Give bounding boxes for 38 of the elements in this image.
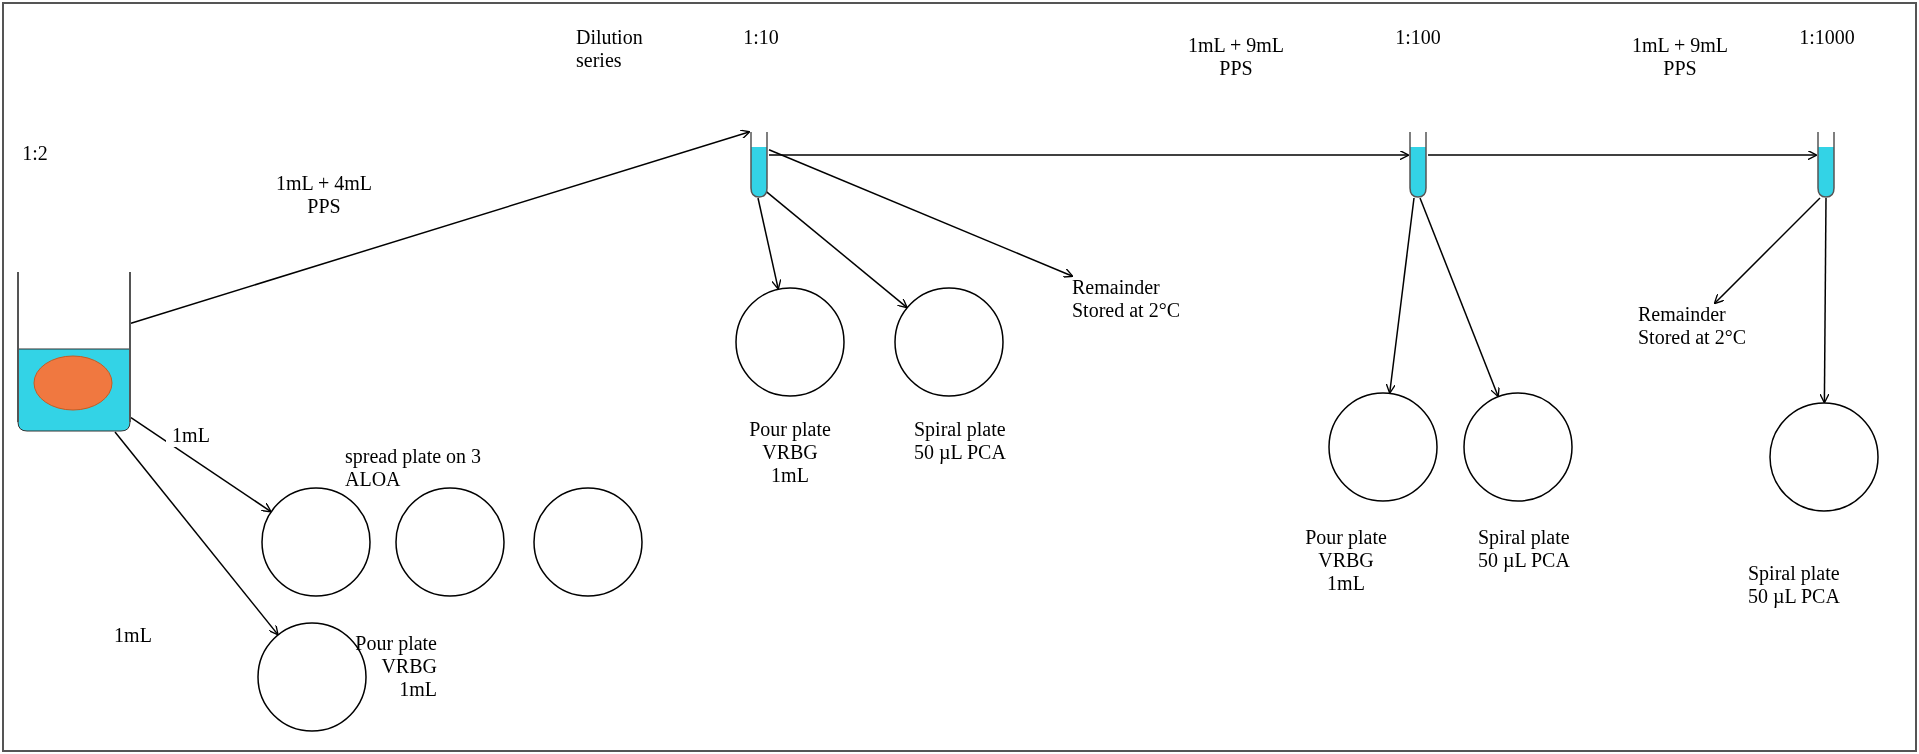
plate-label: Pour plate VRBG 1mL — [354, 632, 437, 701]
dilution-ratio-label: 1:2 — [21, 142, 49, 165]
petri-dish-icon — [1769, 402, 1879, 512]
plate-label: Spiral plate 50 µL PCA — [914, 418, 1007, 464]
note-text: spread plate on 3 ALOA — [345, 445, 483, 491]
arrow — [1419, 197, 1500, 398]
petri-dish-icon — [1328, 392, 1438, 502]
arrow — [114, 431, 279, 636]
test-tube-drawing — [749, 132, 769, 198]
petri-dish-icon — [1463, 392, 1573, 502]
arrow — [1713, 197, 1821, 305]
arrow — [768, 149, 1410, 161]
petri-dish-icon — [894, 287, 1004, 397]
arrow — [1385, 197, 1415, 394]
petri-dish-icon — [735, 287, 845, 397]
plate-label: Spiral plate 50 µL PCA — [1478, 526, 1571, 572]
beaker-drawing — [17, 272, 131, 432]
note-text: Remainder Stored at 2°C — [1072, 276, 1212, 322]
dilution-ratio-label: 1:10 — [742, 26, 780, 49]
plate-label: Pour plate VRBG 1mL — [1304, 526, 1388, 595]
arrow — [1427, 149, 1818, 161]
petri-dish-icon — [261, 487, 371, 597]
series-heading: Dilution series — [576, 26, 644, 72]
petri-dish-icon — [533, 487, 643, 597]
dilution-ratio-label: 1:1000 — [1798, 26, 1856, 49]
petri-dish-icon — [395, 487, 505, 597]
test-tube-drawing — [1408, 132, 1428, 198]
dilution-ratio-label: 1:100 — [1394, 26, 1442, 49]
arrow — [1819, 197, 1830, 404]
arrow — [757, 197, 782, 290]
arrow — [765, 190, 908, 309]
arrow — [768, 149, 1074, 278]
note-text: Remainder Stored at 2°C — [1638, 303, 1778, 349]
arrow — [130, 129, 751, 324]
plate-label: Spiral plate 50 µL PCA — [1748, 562, 1841, 608]
test-tube-drawing — [1816, 132, 1836, 198]
arrow — [130, 416, 272, 513]
plate-label: Pour plate VRBG 1mL — [748, 418, 832, 487]
